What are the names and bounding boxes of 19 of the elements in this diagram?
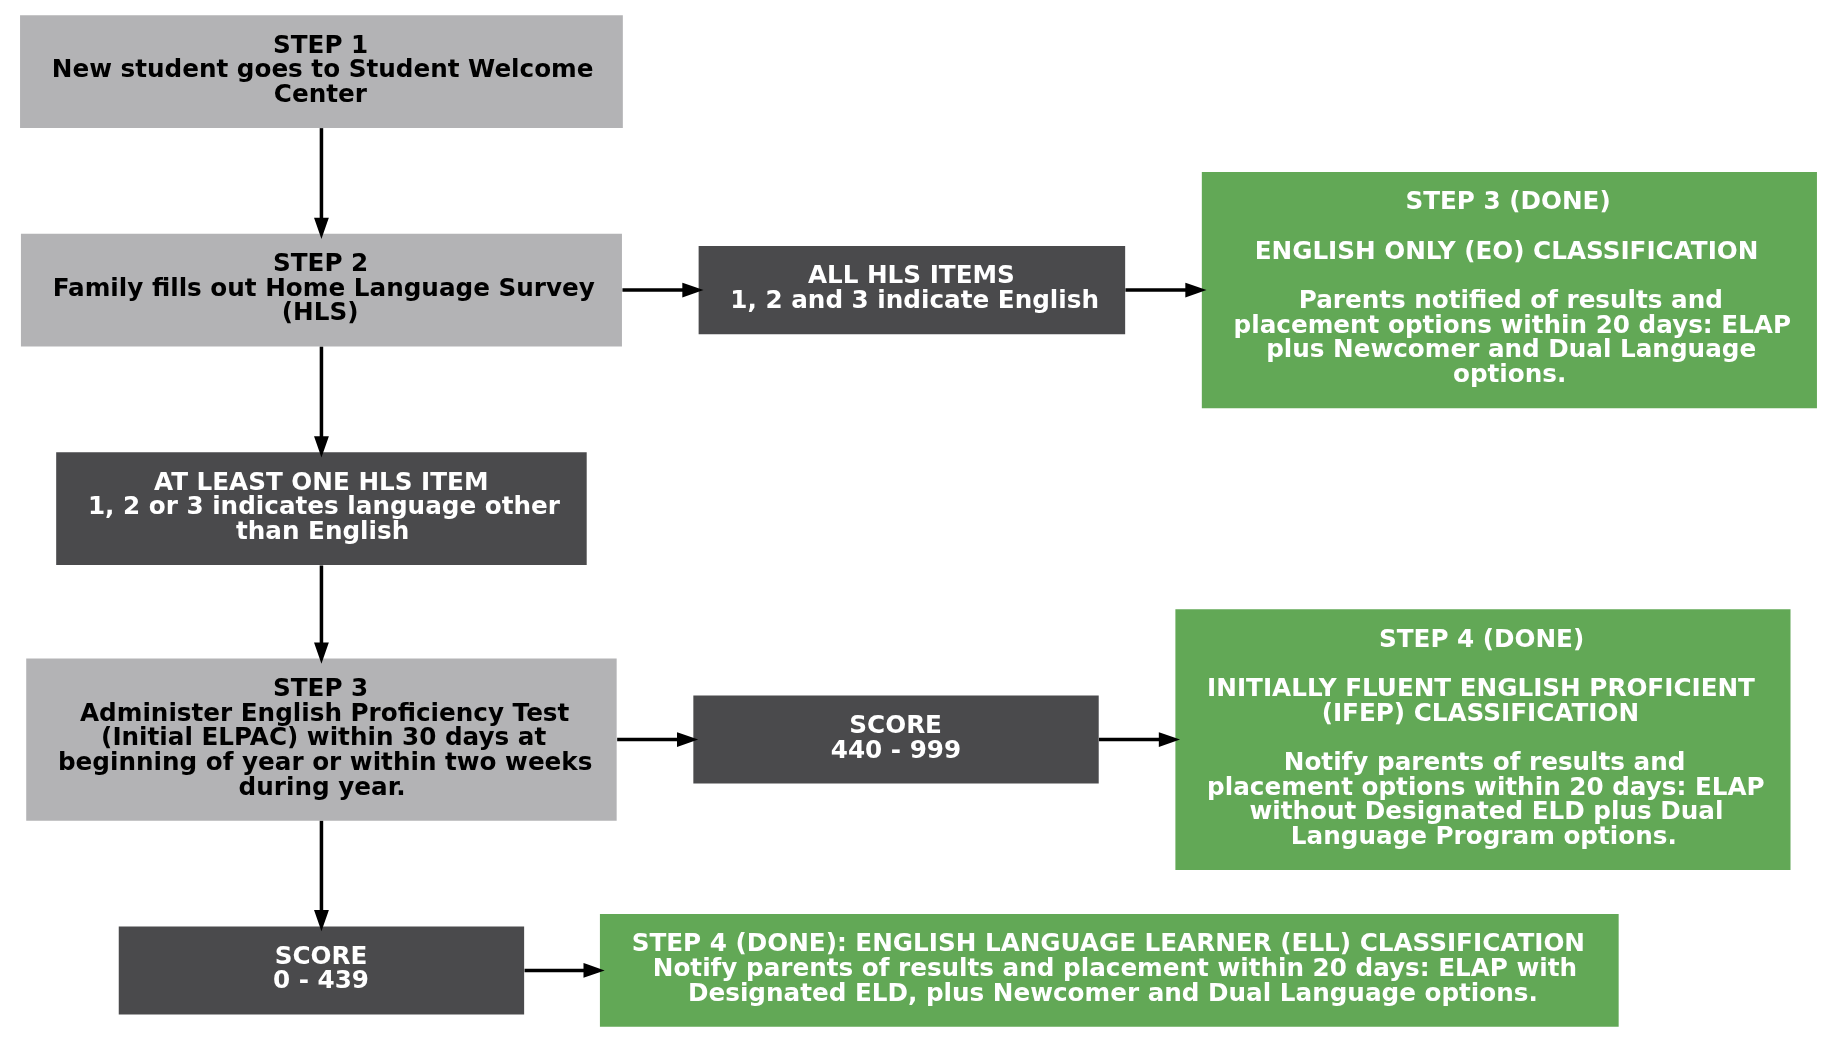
- node-box: STEP 4 (DONE) INITIALLY FLUENT ENGLISH PROFICIENT (IFEP) CLASSIFICATION Notify parents of results and placement options within 20 days: ELAP without Designated ELD plus Dual Language Program options.: [1174, 609, 1790, 870]
- node-box: ALL HLS ITEMS 1, 2 and 3 indicate English: [698, 246, 1125, 335]
- node-box: STEP 4 (DONE): ENGLISH LANGUAGE LEARNER (ELL) CLASSIFICATION Notify parents of results and placement within 20 days: ELAP with Designated ELD, plus Newcomer and Dual Language options.: [599, 914, 1619, 1027]
- arrow: [313, 820, 329, 932]
- arrow: [1098, 732, 1180, 747]
- node-box: SCORE 0 - 439: [118, 926, 524, 1015]
- arrow: [313, 128, 329, 239]
- arrow: [313, 565, 329, 664]
- arrow: [313, 346, 329, 458]
- node-box: STEP 3 Administer English Proficiency Test (Initial ELPAC) within 30 days at beginning of year or within two weeks during year.: [25, 658, 617, 821]
- arrow: [616, 732, 698, 747]
- node-box: STEP 3 (DONE) ENGLISH ONLY (EO) CLASSIFICATION Parents notified of results and placement options within 20 days: ELAP plus Newcomer and Dual Language options.: [1201, 172, 1817, 409]
- arrow: [1124, 282, 1207, 298]
- node-box: SCORE 440 - 999: [692, 695, 1099, 784]
- node-box: AT LEAST ONE HLS ITEM 1, 2 or 3 indicates language other than English: [55, 452, 587, 566]
- arrow: [524, 963, 605, 978]
- node-box: STEP 2 Family fills out Home Language Survey (HLS): [20, 233, 622, 347]
- node-box: STEP 1 New student goes to Student Welcome Center: [19, 15, 623, 128]
- arrow: [621, 282, 704, 298]
